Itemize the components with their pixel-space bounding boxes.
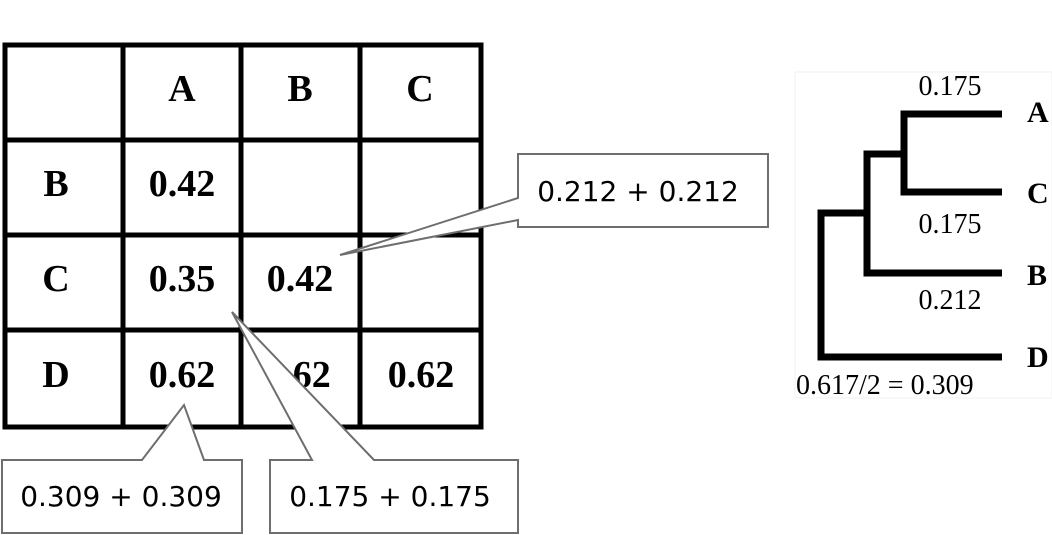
callout-bc-box	[339, 153, 769, 256]
cell-d-a: 0.62	[149, 354, 216, 396]
row-header-b: B	[43, 163, 68, 205]
callout-bc: 0.212 + 0.212	[339, 153, 769, 256]
callout-bc-text: 0.212 + 0.212	[537, 175, 739, 208]
cell-c-a: 0.35	[149, 258, 216, 300]
cell-d-c: 0.62	[388, 354, 455, 396]
callout-ad: 0.309 + 0.309	[1, 402, 243, 534]
tree-panel	[794, 71, 1052, 399]
row-header-c: C	[42, 258, 69, 300]
branch-label-a: 0.175	[919, 71, 982, 102]
leaf-label-c: C	[1027, 177, 1049, 210]
cell-b-a: 0.42	[149, 163, 216, 205]
cell-c-b: 0.42	[267, 258, 334, 300]
col-header-b: B	[287, 68, 312, 110]
branch-label-d: 0.617/2 = 0.309	[796, 370, 974, 401]
callout-ac-box	[231, 311, 519, 534]
callout-ac-text: 0.175 + 0.175	[289, 480, 491, 513]
leaf-label-a: A	[1027, 96, 1049, 129]
row-header-d: D	[42, 354, 69, 396]
leaf-label-d: D	[1027, 341, 1049, 374]
col-header-c: C	[406, 68, 433, 110]
upgma-tree: 0.175 0.175 0.212 0.617/2 = 0.309 A C B …	[794, 71, 1052, 401]
branch-label-b: 0.212	[919, 285, 982, 316]
callout-ac: 0.175 + 0.175	[231, 311, 519, 534]
branch-label-c: 0.175	[919, 209, 982, 240]
callout-ad-text: 0.309 + 0.309	[20, 480, 222, 513]
leaf-label-b: B	[1027, 259, 1047, 292]
callout-ad-box	[1, 402, 243, 534]
branch-root-d	[817, 209, 1002, 361]
col-header-a: A	[168, 68, 196, 110]
